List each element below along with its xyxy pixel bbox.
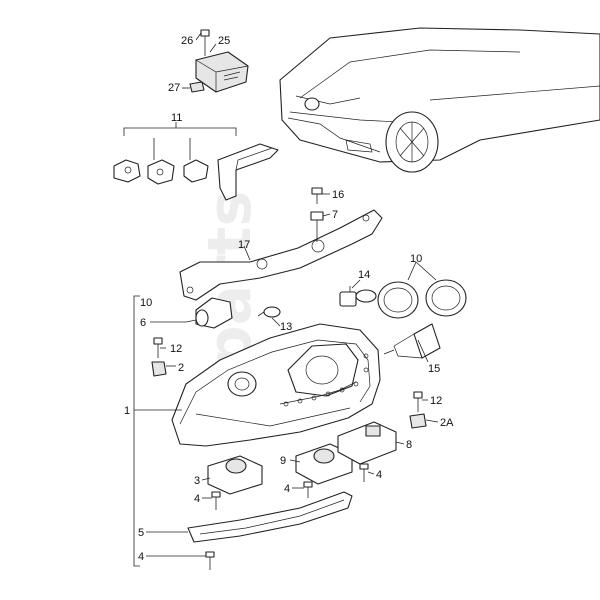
- xenon-bulb-15-icon: [383, 323, 441, 359]
- screw-26-icon: [200, 29, 210, 56]
- cap-10b-icon: [425, 279, 467, 317]
- callout-4b: 4: [284, 483, 290, 495]
- bracket-group-11: [113, 122, 279, 201]
- callout-12b: 12: [430, 395, 442, 407]
- callout-26: 26: [181, 35, 193, 47]
- callout-1: 1: [124, 405, 130, 417]
- callout-17: 17: [238, 239, 250, 251]
- callout-12a: 12: [170, 343, 182, 355]
- callout-11: 11: [171, 112, 182, 124]
- bulb-13-icon: [257, 306, 281, 318]
- callout-4d: 4: [138, 551, 144, 563]
- callout-labels: 26 25 27 11 16 7 17 14 10 10 6 13 12 15 …: [124, 35, 454, 563]
- screw-12b-icon: [413, 391, 423, 412]
- control-unit-8: [337, 421, 397, 465]
- control-unit-25: [195, 51, 249, 93]
- callout-5: 5: [138, 527, 144, 539]
- vehicle-front-illustration: [279, 27, 600, 173]
- leader-lines: [133, 32, 439, 567]
- socket-6-icon: [185, 297, 233, 329]
- screw-4a-icon: [211, 491, 221, 510]
- clip-27-icon: [189, 81, 205, 93]
- screw-16-icon: [311, 187, 323, 204]
- callout-10a: 10: [140, 297, 152, 309]
- callout-2: 2: [178, 362, 184, 374]
- callout-13: 13: [280, 321, 292, 333]
- callout-15: 15: [428, 363, 440, 375]
- callout-25: 25: [218, 35, 230, 47]
- nut-7-icon: [310, 211, 324, 221]
- callout-9: 9: [280, 455, 286, 467]
- callout-4a: 4: [194, 493, 200, 505]
- clip-2-icon: [151, 361, 167, 377]
- callout-10b: 10: [410, 253, 422, 265]
- support-bracket-17: [179, 209, 383, 301]
- control-unit-9: [295, 443, 353, 485]
- screw-4d-icon: [205, 551, 215, 570]
- callout-2a: 2A: [440, 417, 454, 429]
- callout-4c: 4: [376, 469, 382, 481]
- callout-7: 7: [332, 209, 338, 221]
- callout-27: 27: [168, 82, 180, 94]
- callout-16: 16: [332, 189, 344, 201]
- screw-4c-icon: [359, 463, 369, 482]
- trim-strip-5: [187, 491, 353, 543]
- cap-10a-icon: [377, 281, 419, 319]
- callout-6: 6: [140, 317, 146, 329]
- screw-12a-icon: [153, 337, 163, 358]
- control-unit-3: [207, 455, 263, 495]
- callout-8: 8: [406, 439, 412, 451]
- headlight-housing-1: [171, 323, 381, 447]
- callout-14: 14: [358, 269, 370, 281]
- bulb-14-icon: [339, 286, 377, 307]
- clip-2a-icon: [409, 413, 427, 429]
- screw-4b-icon: [303, 481, 313, 498]
- callout-3: 3: [194, 475, 200, 487]
